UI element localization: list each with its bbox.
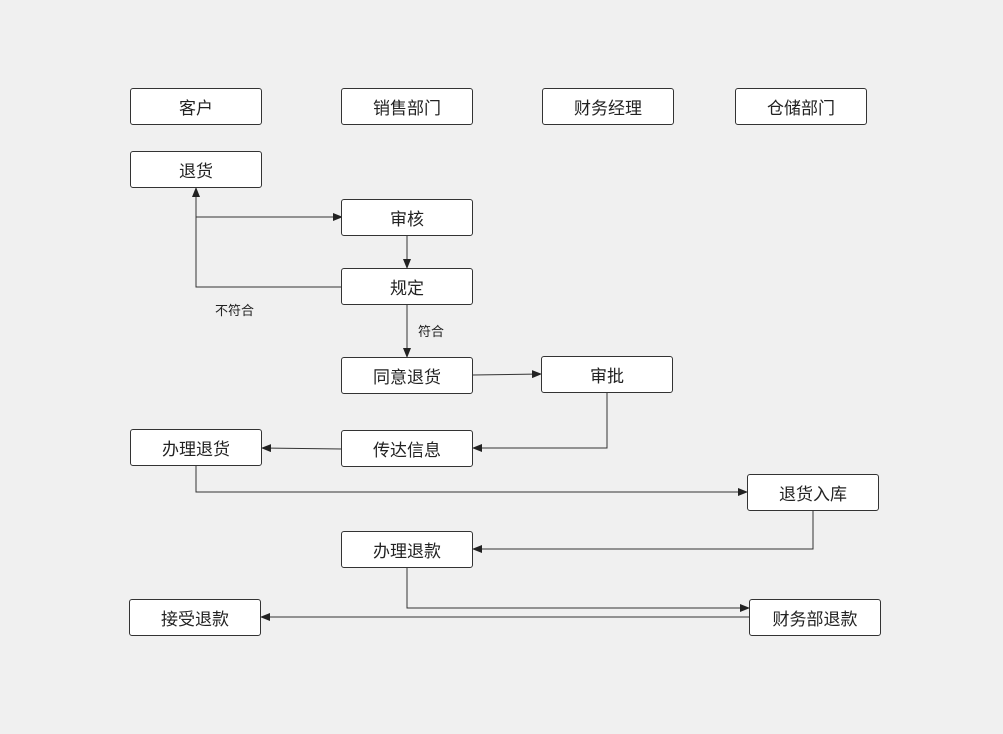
node-process-refund: 办理退款 <box>341 531 473 568</box>
edge-agree-to-approve <box>472 370 542 379</box>
edge-process-return-to-stock <box>195 466 748 496</box>
node-regulation: 规定 <box>341 268 473 305</box>
node-approve: 审批 <box>541 356 673 393</box>
lane-header-customer: 客户 <box>130 88 262 125</box>
node-convey-info: 传达信息 <box>341 430 473 467</box>
edge-approve-to-convey <box>472 393 608 452</box>
lane-header-warehouse: 仓储部门 <box>735 88 867 125</box>
edge-stock-to-process-refund <box>472 511 814 553</box>
node-finance-refund: 财务部退款 <box>749 599 881 636</box>
node-return-goods: 退货 <box>130 151 262 188</box>
node-process-return: 办理退货 <box>130 429 262 466</box>
edge-regulation-to-return <box>192 187 342 288</box>
node-agree-return: 同意退货 <box>341 357 473 394</box>
node-review: 审核 <box>341 199 473 236</box>
lane-header-finance-manager: 财务经理 <box>542 88 674 125</box>
edge-label-not-compliant: 不符合 <box>215 304 255 319</box>
lane-header-sales: 销售部门 <box>341 88 473 125</box>
edge-convey-to-process-return <box>261 444 343 453</box>
node-return-to-stock: 退货入库 <box>747 474 879 511</box>
edge-process-refund-to-finance <box>406 568 750 612</box>
node-accept-refund: 接受退款 <box>129 599 261 636</box>
edge-label-compliant: 符合 <box>418 325 445 340</box>
